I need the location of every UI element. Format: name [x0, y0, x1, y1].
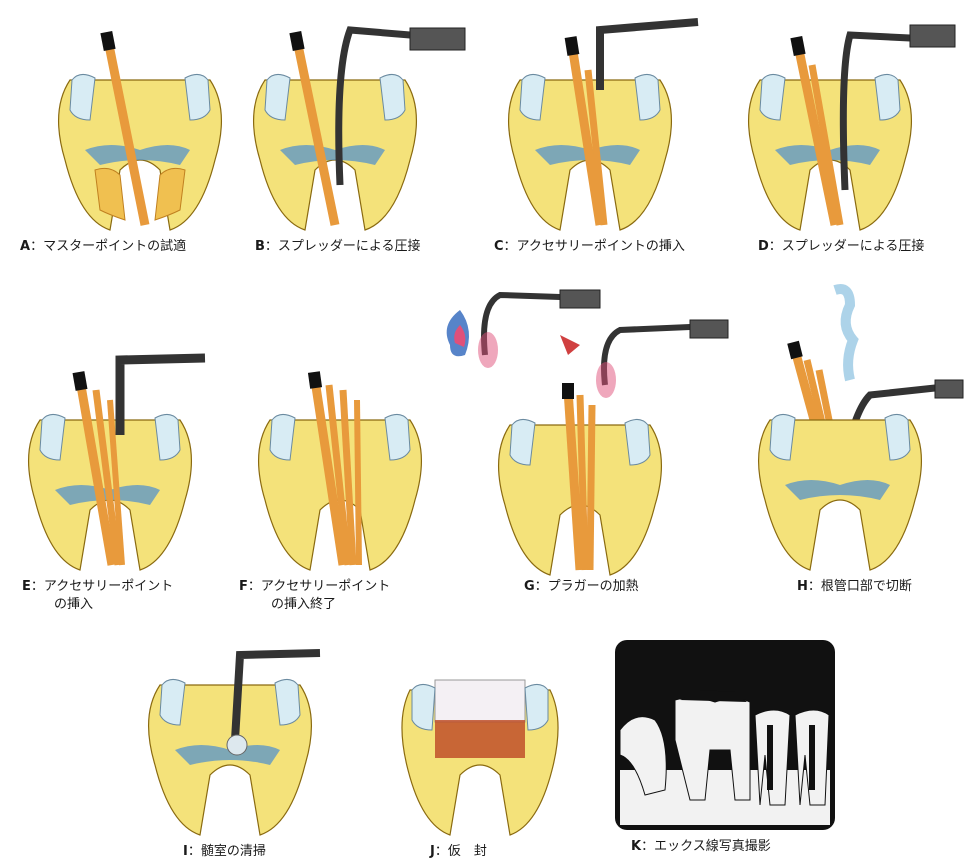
caption-f: F：アクセサリーポイントの挿入終了: [239, 578, 390, 614]
tooth-diagram-a: [40, 20, 240, 230]
tooth-diagram-h: [755, 280, 965, 570]
caption-a: A：マスターポイントの試適: [20, 238, 186, 256]
panel-g: G：プラガーの加熱: [440, 285, 730, 575]
caption-b: B：スプレッダーによる圧接: [255, 238, 421, 256]
caption-i: I：髄室の清掃: [183, 843, 266, 861]
caption-j: J：仮 封: [430, 843, 487, 861]
caption-d: D：スプレッダーによる圧接: [758, 238, 924, 256]
panel-f: F：アクセサリーポイントの挿入終了: [255, 370, 435, 570]
tooth-diagram-f: [255, 370, 435, 570]
panel-c: C：アクセサリーポイントの挿入: [500, 10, 700, 230]
caption-g: G：プラガーの加熱: [524, 578, 639, 596]
tooth-diagram-c: [500, 10, 700, 230]
tooth-diagram-g: [440, 285, 730, 575]
panel-j: J：仮 封: [400, 670, 560, 835]
panel-k: K：エックス線写真撮影: [615, 640, 835, 835]
xray-film: [615, 640, 835, 835]
tooth-diagram-b: [235, 10, 475, 230]
tooth-diagram-i: [145, 645, 325, 835]
caption-h: H：根管口部で切断: [797, 578, 912, 596]
panel-i: I：髄室の清掃: [145, 645, 325, 835]
tooth-diagram-e: [20, 350, 220, 570]
panel-d: D：スプレッダーによる圧接: [740, 10, 960, 230]
panel-h: H：根管口部で切断: [755, 280, 965, 570]
tooth-diagram-d: [740, 10, 960, 230]
tooth-diagram-j: [400, 670, 560, 835]
panel-a: A：マスターポイントの試適: [40, 20, 240, 230]
caption-e: E：アクセサリーポイントの挿入: [22, 578, 173, 614]
caption-k: K：エックス線写真撮影: [631, 838, 771, 856]
panel-e: E：アクセサリーポイントの挿入: [20, 350, 220, 570]
caption-c: C：アクセサリーポイントの挿入: [494, 238, 685, 256]
panel-b: B：スプレッダーによる圧接: [235, 10, 475, 230]
